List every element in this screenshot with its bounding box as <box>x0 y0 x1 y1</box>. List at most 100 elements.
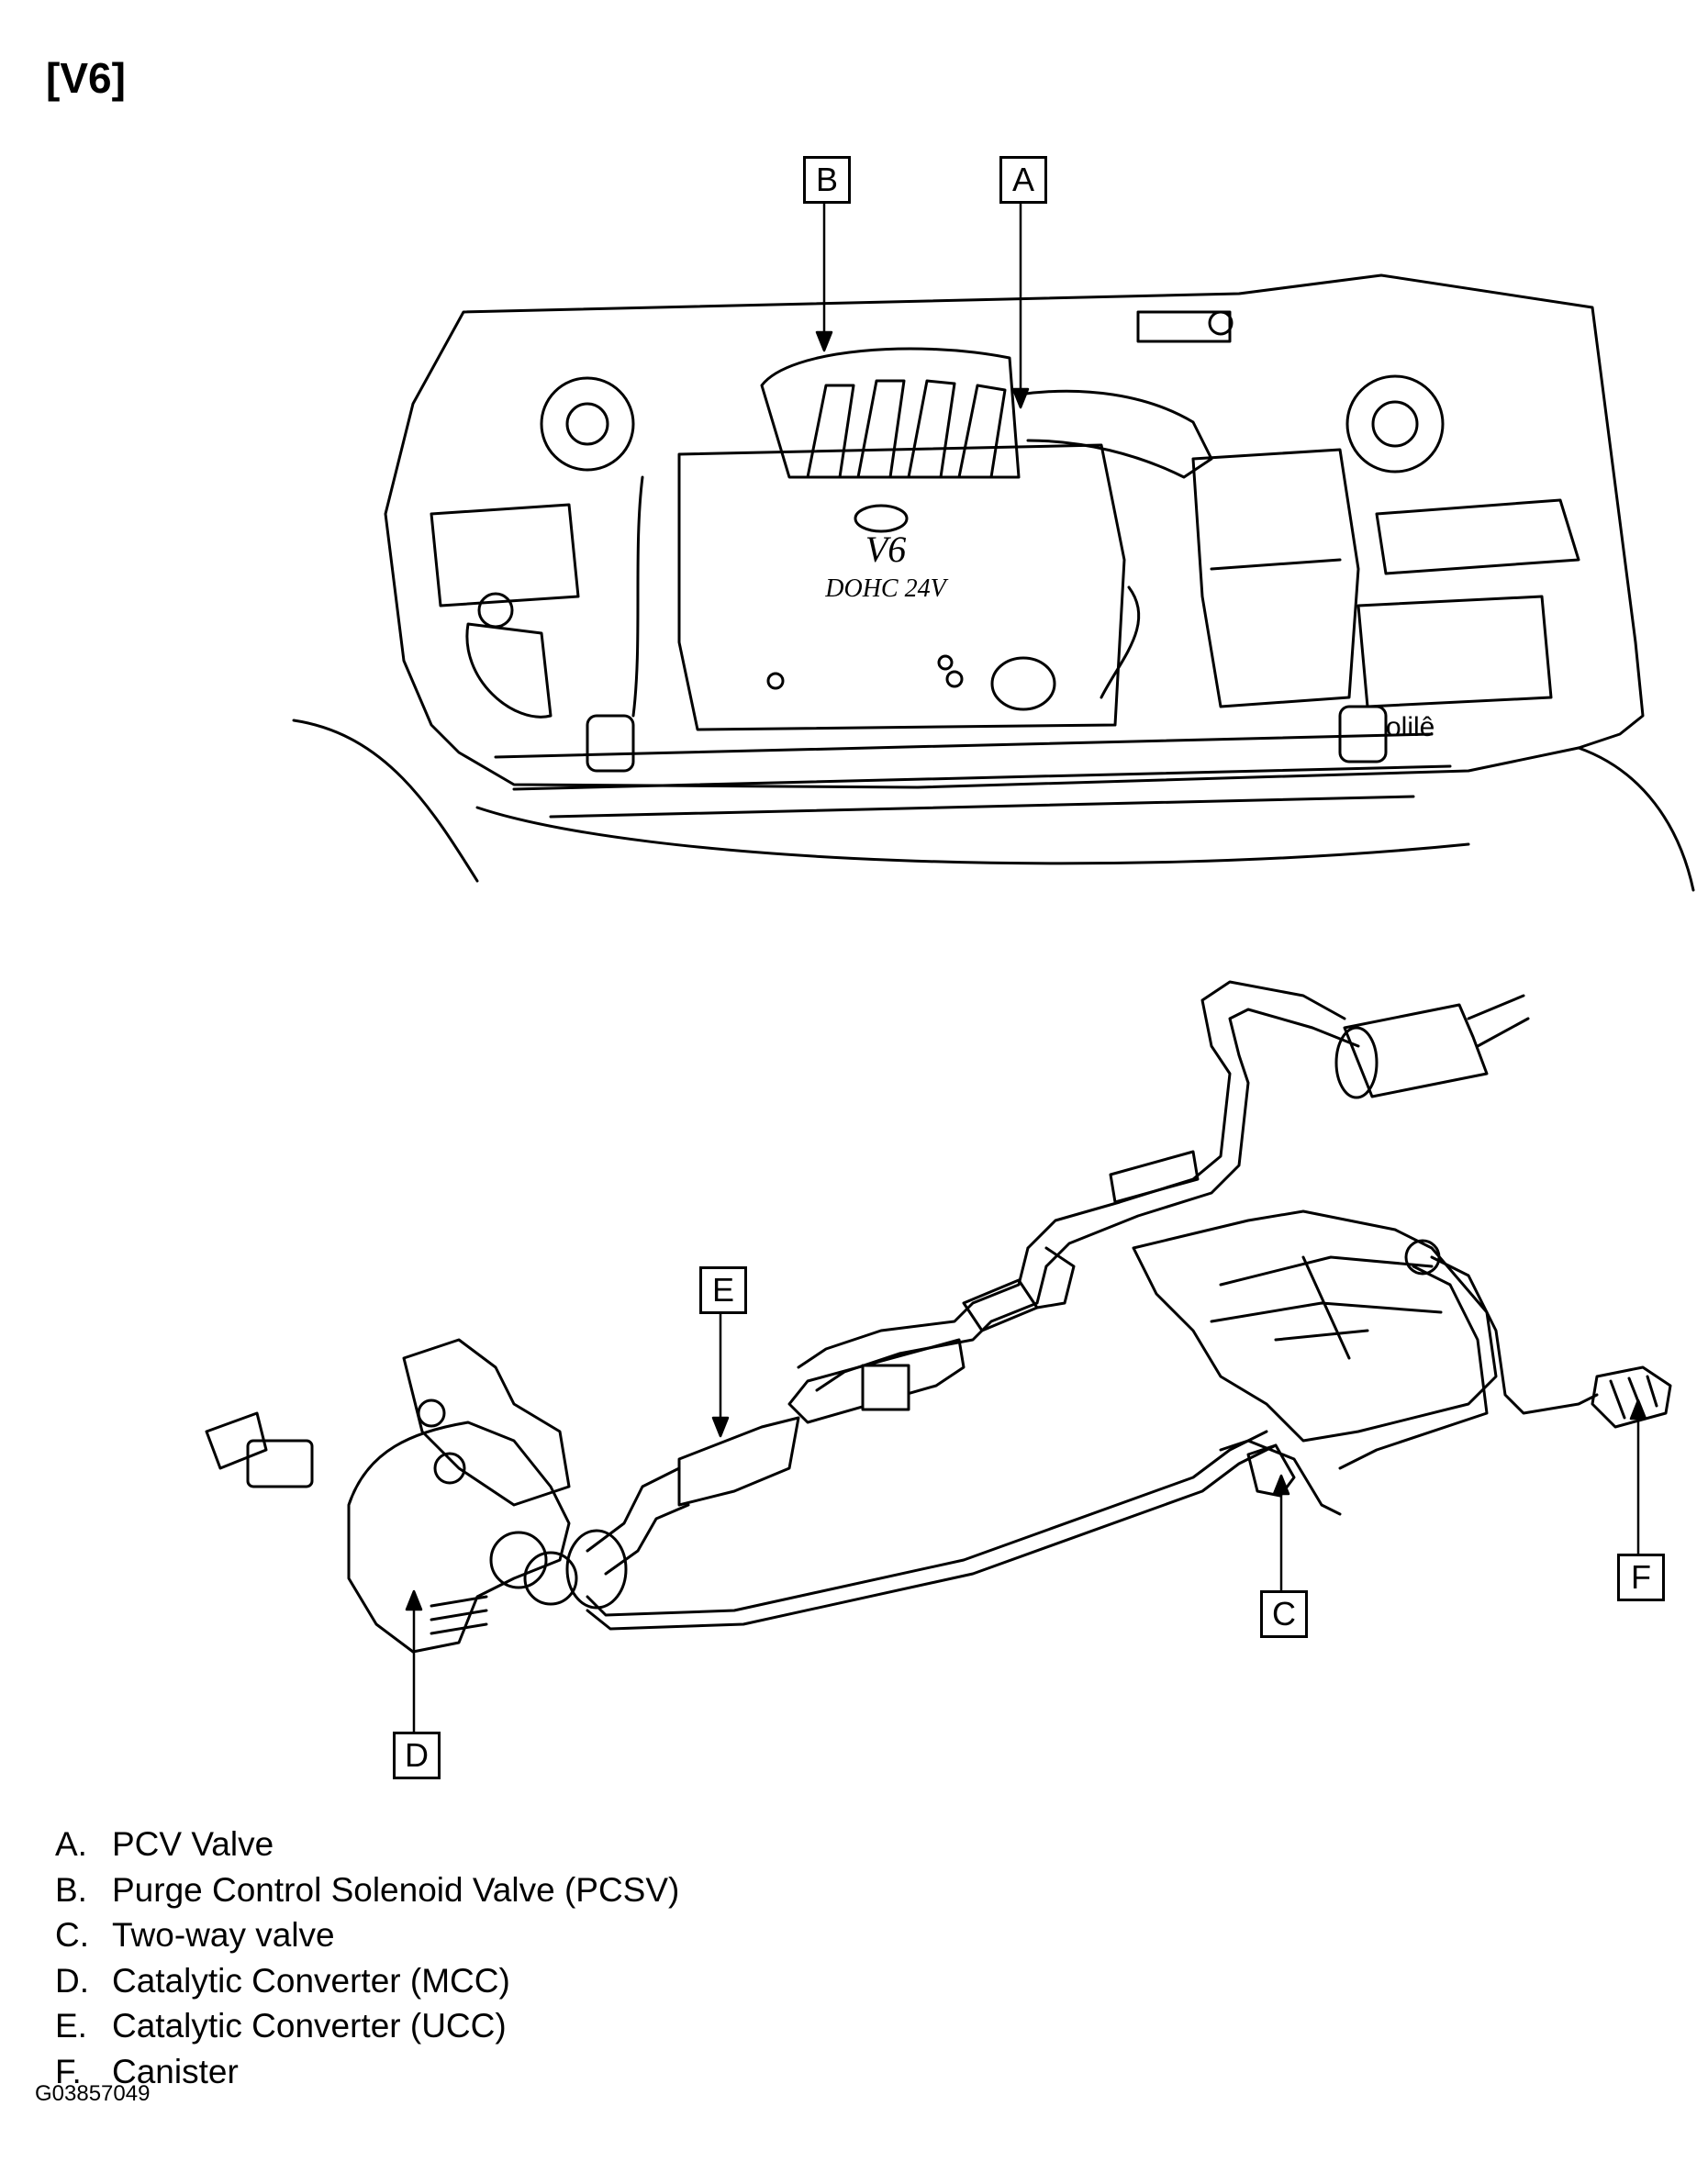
rear-pipe <box>1026 980 1360 1268</box>
leader-lines <box>405 196 1647 1733</box>
runner-2 <box>856 379 906 479</box>
manifold-bolt-1 <box>417 1399 446 1428</box>
hyundai-logo-icon <box>854 504 909 533</box>
fender-curve-right <box>1577 746 1695 892</box>
air-intake-hose <box>1017 389 1213 479</box>
power-steering-reservoir <box>465 622 553 719</box>
mcc-ribs <box>430 1595 488 1635</box>
legend-letter: D. <box>55 1961 89 2000</box>
fuel-tank <box>1132 1209 1498 1443</box>
arrow-b <box>815 330 833 352</box>
legend-text: Catalytic Converter (UCC) <box>112 2007 507 2045</box>
strut-cap-left <box>565 402 609 446</box>
callout-e: E <box>699 1266 747 1314</box>
runner-4 <box>957 384 1007 479</box>
manifold-bolt-2 <box>433 1452 466 1485</box>
arrow-f <box>1629 1399 1647 1421</box>
mount-right <box>1338 705 1388 763</box>
tail-pipe <box>1467 994 1530 1048</box>
manifold-port-2 <box>523 1551 578 1606</box>
exhaust-system-drawing <box>205 980 1672 1654</box>
flex-joint <box>1035 1246 1076 1309</box>
hose-left <box>631 475 644 718</box>
two-way-valve <box>1246 1443 1296 1498</box>
arrow-a <box>1011 387 1030 409</box>
tank-ribs <box>1210 1255 1443 1360</box>
legend-letter: B. <box>55 1870 87 1909</box>
ucc-heat-shield <box>861 1364 910 1411</box>
strut-cap-right <box>1371 400 1419 448</box>
reservoir-cap <box>477 592 514 629</box>
vapor-line <box>586 1430 1278 1631</box>
strut-tower-left <box>540 376 635 472</box>
legend-text: Catalytic Converter (MCC) <box>112 1961 510 2000</box>
firewall-grommet <box>1208 310 1234 336</box>
legend-text: PCV Valve <box>112 1825 274 1863</box>
engine-badge-text: V6 <box>865 529 906 570</box>
hood-opening <box>384 273 1645 789</box>
legend-item: B. Purge Control Solenoid Valve (PCSV) <box>55 1867 679 1913</box>
legend-text: Purge Control Solenoid Valve (PCSV) <box>112 1870 680 1909</box>
radiator-support <box>494 732 1452 819</box>
engine-cover <box>677 443 1126 731</box>
coolant-reservoir <box>430 503 580 607</box>
arrow-c <box>1272 1474 1290 1496</box>
fuse-box <box>1375 498 1580 575</box>
manifold-port-1 <box>489 1531 548 1589</box>
figure-id: G03857049 <box>35 2081 151 2106</box>
muffler <box>1343 1003 1489 1098</box>
ucc-converter <box>787 1338 966 1424</box>
mount-left <box>586 714 635 773</box>
muffler-end <box>1334 1026 1379 1099</box>
resonator <box>1109 1150 1200 1204</box>
ucc-body <box>677 1416 800 1507</box>
pre-muffler <box>962 1278 1039 1332</box>
legend-item: E. Catalytic Converter (UCC) <box>55 2003 679 2049</box>
air-cleaner-box <box>1191 448 1360 708</box>
callout-d: D <box>393 1732 441 1779</box>
legend-text: Canister <box>112 2052 239 2090</box>
hose-right <box>1100 585 1141 699</box>
legend-item: C. Two-way valve <box>55 1912 679 1958</box>
legend-item: D. Catalytic Converter (MCC) <box>55 1958 679 2004</box>
legend-letter: E. <box>55 2007 87 2045</box>
callout-f: F <box>1617 1554 1665 1601</box>
arrow-e <box>711 1416 730 1438</box>
intake-manifold <box>760 347 1021 479</box>
legend-letter: F. <box>55 2052 82 2090</box>
o2-sensor-connector <box>246 1439 314 1488</box>
tank-lines <box>1219 1255 1599 1516</box>
firewall-label <box>1136 310 1232 343</box>
callout-c: C <box>1260 1590 1308 1638</box>
canister <box>1591 1365 1672 1429</box>
oil-filler-cap-icon <box>990 656 1056 711</box>
legend-item: A. PCV Valve <box>55 1822 679 1867</box>
exhaust-manifold-mcc <box>347 1421 571 1654</box>
legend-letter: C. <box>55 1916 89 1954</box>
manifold-heat-shield <box>402 1338 571 1507</box>
runner-3 <box>907 379 956 479</box>
legend-item: F. Canister <box>55 2049 679 2095</box>
bumper-line <box>475 806 1470 865</box>
callout-b: B <box>803 156 851 204</box>
runner-1 <box>806 384 855 479</box>
cover-bolt-3 <box>937 654 954 671</box>
figure-title: [V6] <box>46 54 126 102</box>
callout-a: A <box>999 156 1047 204</box>
fender-curve <box>292 719 479 883</box>
legend-letter: A. <box>55 1825 87 1863</box>
legend: A. PCV Valve B. Purge Control Solenoid Val… <box>55 1822 679 2094</box>
sensor-bracket <box>205 1411 268 1470</box>
cover-bolt-1 <box>766 672 785 690</box>
cover-bolt-2 <box>945 670 964 688</box>
strut-tower-right <box>1345 374 1445 474</box>
battery-label-text: olilê <box>1386 712 1434 742</box>
battery <box>1356 595 1553 708</box>
legend-text: Two-way valve <box>112 1916 335 1954</box>
front-pipe <box>586 1466 690 1576</box>
arrow-d <box>405 1589 423 1611</box>
engine-bay-drawing <box>292 273 1695 892</box>
tank-sender <box>1404 1239 1441 1276</box>
engine-cover-text: DOHC 24V <box>824 574 948 603</box>
